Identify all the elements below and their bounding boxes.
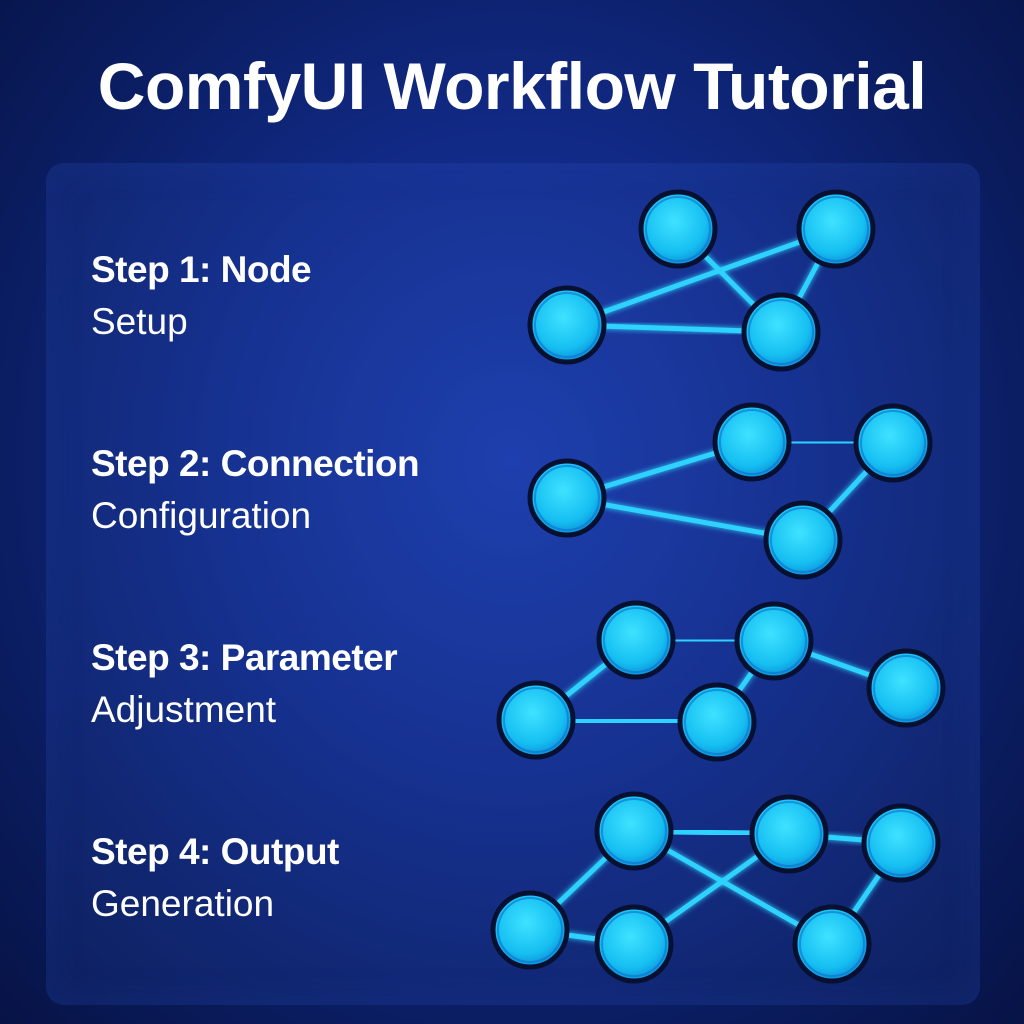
graph-node (734, 601, 814, 681)
step-subtitle: Adjustment (91, 689, 277, 730)
graph-node (763, 500, 843, 580)
graph-node (490, 890, 570, 970)
graph-node (861, 803, 941, 883)
graph-node (792, 904, 872, 984)
graph-node (527, 285, 607, 365)
step-subtitle: Configuration (91, 495, 312, 536)
graph-node-ring (803, 196, 869, 262)
step-1: Step 1: Node Setup (91, 244, 491, 348)
graph-node-ring (741, 608, 807, 674)
graph-node-ring (603, 607, 669, 673)
graph-node-ring (601, 911, 667, 977)
step-4: Step 4: Output Generation (91, 826, 491, 930)
graph-node-ring (684, 689, 750, 755)
step-3: Step 3: Parameter Adjustment (91, 632, 491, 736)
graph-node-ring (868, 810, 934, 876)
step-subtitle: Setup (91, 301, 188, 342)
graph-node-ring (534, 465, 600, 531)
workflow-graph-4 (490, 791, 941, 984)
graph-node (866, 648, 946, 728)
graph-node-ring (860, 410, 926, 476)
graph-node (796, 189, 876, 269)
graph-node-ring (799, 911, 865, 977)
graph-node-ring (534, 292, 600, 358)
graph-node (638, 189, 718, 269)
graph-node (741, 292, 821, 372)
graph-node (527, 458, 607, 538)
graph-node (853, 403, 933, 483)
graph-node (594, 904, 674, 984)
workflow-graph-1 (527, 189, 876, 372)
step-heading: Step 2: Connection (91, 443, 420, 484)
step-2: Step 2: Connection Configuration (91, 438, 491, 542)
graph-node-ring (748, 299, 814, 365)
graph-edge (564, 226, 839, 328)
graph-edge (564, 495, 806, 543)
content-panel (46, 163, 980, 1005)
step-heading: Step 1: Node (91, 249, 312, 290)
graph-node-ring (756, 801, 822, 867)
graph-node-ring (770, 507, 836, 573)
page-title: ComfyUI Workflow Tutorial (97, 49, 927, 123)
graph-node (594, 791, 674, 871)
graph-node-ring (503, 687, 569, 753)
graph-node-ring (497, 897, 563, 963)
graph-node (749, 794, 829, 874)
step-subtitle: Generation (91, 883, 275, 924)
graph-node-ring (719, 409, 785, 475)
workflow-graph-2 (527, 402, 933, 580)
step-heading: Step 4: Output (91, 831, 339, 872)
graph-node (677, 682, 757, 762)
graph-node (496, 680, 576, 760)
graph-node (596, 600, 676, 680)
graph-node-ring (601, 798, 667, 864)
graph-node-ring (873, 655, 939, 721)
graph-node (712, 402, 792, 482)
workflow-graph-3 (496, 600, 946, 762)
step-heading: Step 3: Parameter (91, 637, 398, 678)
graph-node-ring (645, 196, 711, 262)
